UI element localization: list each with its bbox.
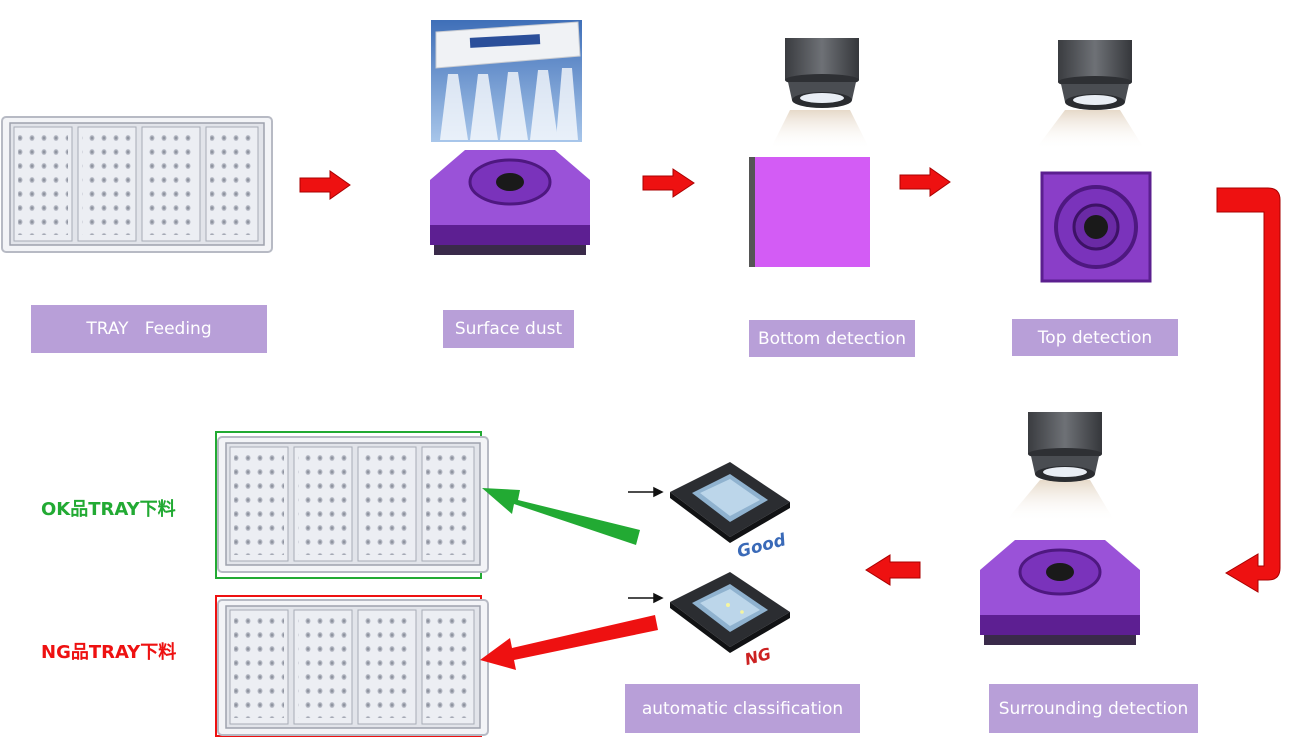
step-label-top-detection: Top detection [1012, 319, 1178, 356]
pointer-arrow-ng [628, 592, 664, 604]
sensor-part-top-icon [1040, 171, 1152, 283]
pointer-arrow-good [628, 486, 664, 498]
camera-icon [1035, 40, 1145, 150]
step-label-surrounding-detection: Surrounding detection [989, 684, 1198, 733]
flow-arrow-down [1216, 187, 1281, 593]
ng-tray [215, 595, 489, 737]
sensor-part-icon [428, 148, 592, 257]
sensor-part-icon [978, 538, 1142, 647]
air-blower-icon [431, 20, 582, 142]
step-label-tray-feeding: TRAY Feeding [31, 305, 267, 353]
step-label-automatic-classification: automatic classification [625, 684, 860, 733]
camera-icon [1005, 412, 1115, 522]
ng-tray-label: NG品TRAY下料 [41, 641, 176, 663]
flow-arrow-3 [899, 167, 951, 197]
ok-tray [215, 431, 489, 579]
step-label-surface-dust: Surface dust [443, 310, 574, 348]
step-label-bottom-detection: Bottom detection [749, 320, 915, 357]
flow-arrow-1 [299, 170, 351, 200]
chip-ng-icon [670, 572, 790, 653]
bottom-view-panel [749, 157, 870, 267]
camera-icon [770, 38, 870, 150]
ng-arrow [480, 615, 658, 670]
ng-text: NG [743, 644, 774, 669]
ok-tray-label: OK品TRAY下料 [41, 498, 176, 520]
chip-good-icon [670, 462, 790, 543]
tray-icon [1, 116, 273, 253]
ok-arrow [482, 488, 640, 545]
flow-arrow-2 [642, 168, 695, 198]
flow-arrow-left [865, 554, 921, 586]
